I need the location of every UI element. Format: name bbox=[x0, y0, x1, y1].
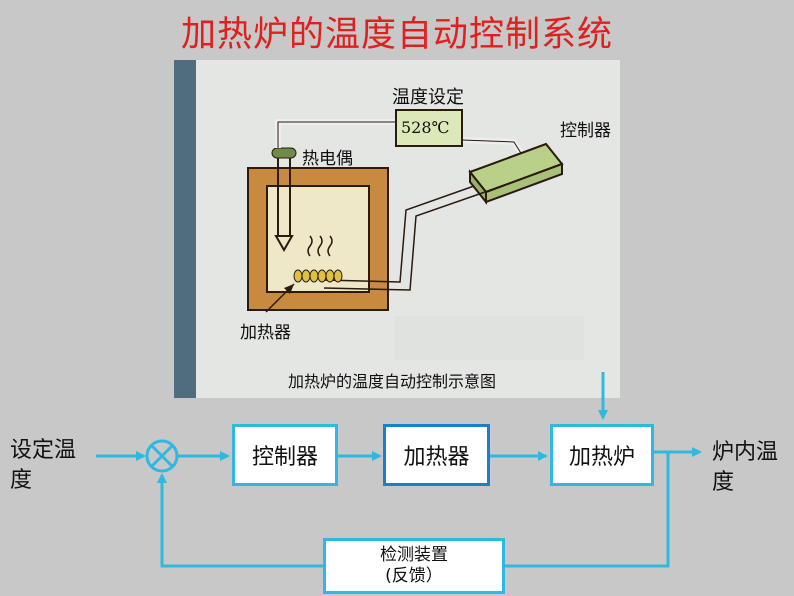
slide-title: 加热炉的温度自动控制系统 bbox=[180, 15, 613, 55]
controller-block: 控制器 bbox=[232, 424, 338, 486]
feedback-path-right bbox=[505, 452, 670, 568]
setpoint-label: 温度设定 bbox=[392, 87, 464, 108]
output-label: 炉内温度 bbox=[712, 440, 779, 495]
thermocouple-head bbox=[271, 147, 297, 159]
furnace-illustration-drawing bbox=[174, 60, 620, 398]
summing-junction-cross bbox=[149, 443, 175, 469]
setpoint-display bbox=[395, 109, 463, 147]
thermocouple-label: 热电偶 bbox=[302, 149, 353, 169]
illustration-caption: 加热炉的温度自动控制示意图 bbox=[288, 372, 497, 391]
heater-wire bbox=[323, 183, 509, 291]
illustration-edge bbox=[174, 60, 196, 398]
furnace-block: 加热炉 bbox=[550, 424, 654, 486]
furnace-illustration: 温度设定 528℃ 控制器 热电偶 加热器 加热炉的温度自动控制示意图 bbox=[174, 60, 620, 398]
heater-pointer-head bbox=[284, 284, 294, 294]
heater-wire bbox=[323, 185, 475, 283]
furnace-block-label: 加热炉 bbox=[568, 445, 635, 470]
heater-coil bbox=[293, 269, 343, 283]
heat-waves bbox=[307, 235, 333, 257]
paper-smudge bbox=[394, 316, 584, 360]
controller-device-front bbox=[485, 162, 563, 204]
thermocouple-tip bbox=[274, 235, 294, 253]
feedback-block: 检测装置 (反馈） bbox=[323, 538, 505, 594]
heater-block: 加热器 bbox=[383, 424, 490, 486]
heater-block-label: 加热器 bbox=[403, 445, 470, 470]
feedback-block-sublabel: (反馈） bbox=[385, 566, 443, 586]
input-label: 设定温度 bbox=[10, 438, 77, 493]
controller-label: 控制器 bbox=[560, 121, 611, 141]
setpoint-value: 528℃ bbox=[401, 118, 450, 137]
controller-block-label: 控制器 bbox=[251, 445, 318, 470]
feedback-block-label: 检测装置 bbox=[380, 545, 448, 565]
heater-label: 加热器 bbox=[240, 323, 291, 343]
feedback-path-left bbox=[157, 473, 323, 568]
setpoint-cable-edge bbox=[277, 121, 396, 148]
